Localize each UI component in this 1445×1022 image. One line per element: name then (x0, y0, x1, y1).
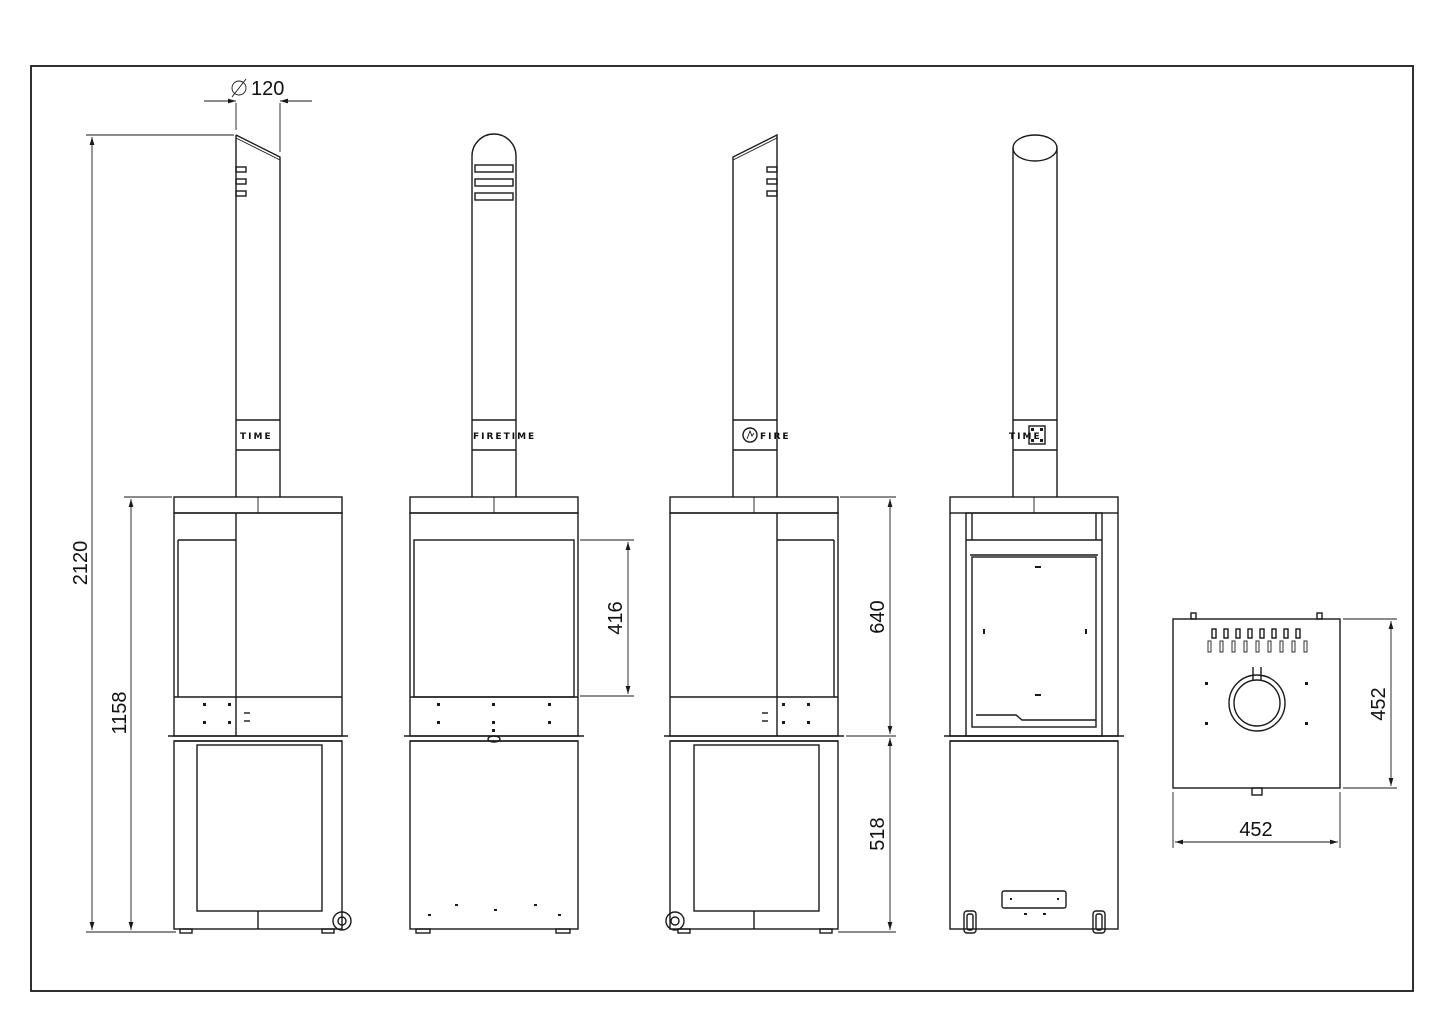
brand-label: TIME (240, 432, 273, 442)
dimension-top-width: 452 (1172, 792, 1341, 848)
brand-label: FIRETIME (473, 432, 536, 442)
dimension-label: 1158 (109, 691, 131, 734)
dimension-label: 452 (1368, 687, 1390, 720)
dimension-base-height: 518 (838, 738, 896, 933)
dimension-body-height: 1158 (109, 496, 172, 930)
brand-label: TIME (1009, 432, 1042, 442)
dimension-flue-diameter: 120 (204, 78, 312, 152)
view-back: TIME (944, 134, 1124, 934)
dimension-label: 452 (1239, 819, 1272, 841)
dimension-label: 518 (867, 817, 889, 850)
dimension-label: 640 (867, 600, 889, 633)
view-right-side: FIRE (664, 133, 844, 934)
dimension-upper-height: 640 (840, 496, 896, 737)
dimension-top-depth: 452 (1343, 618, 1397, 789)
dimension-window-height: 416 (580, 539, 634, 697)
view-top (1172, 612, 1341, 796)
drawing-frame (30, 65, 1414, 992)
brand-label: FIRE (760, 432, 791, 442)
dimension-label: 120 (251, 78, 284, 100)
view-front: FIRETIME (404, 133, 584, 934)
dimension-label: 2120 (70, 541, 92, 586)
dimension-label: 416 (605, 601, 627, 634)
view-left-side: TIME (168, 134, 352, 934)
dimension-total-height: 2120 (70, 134, 234, 933)
